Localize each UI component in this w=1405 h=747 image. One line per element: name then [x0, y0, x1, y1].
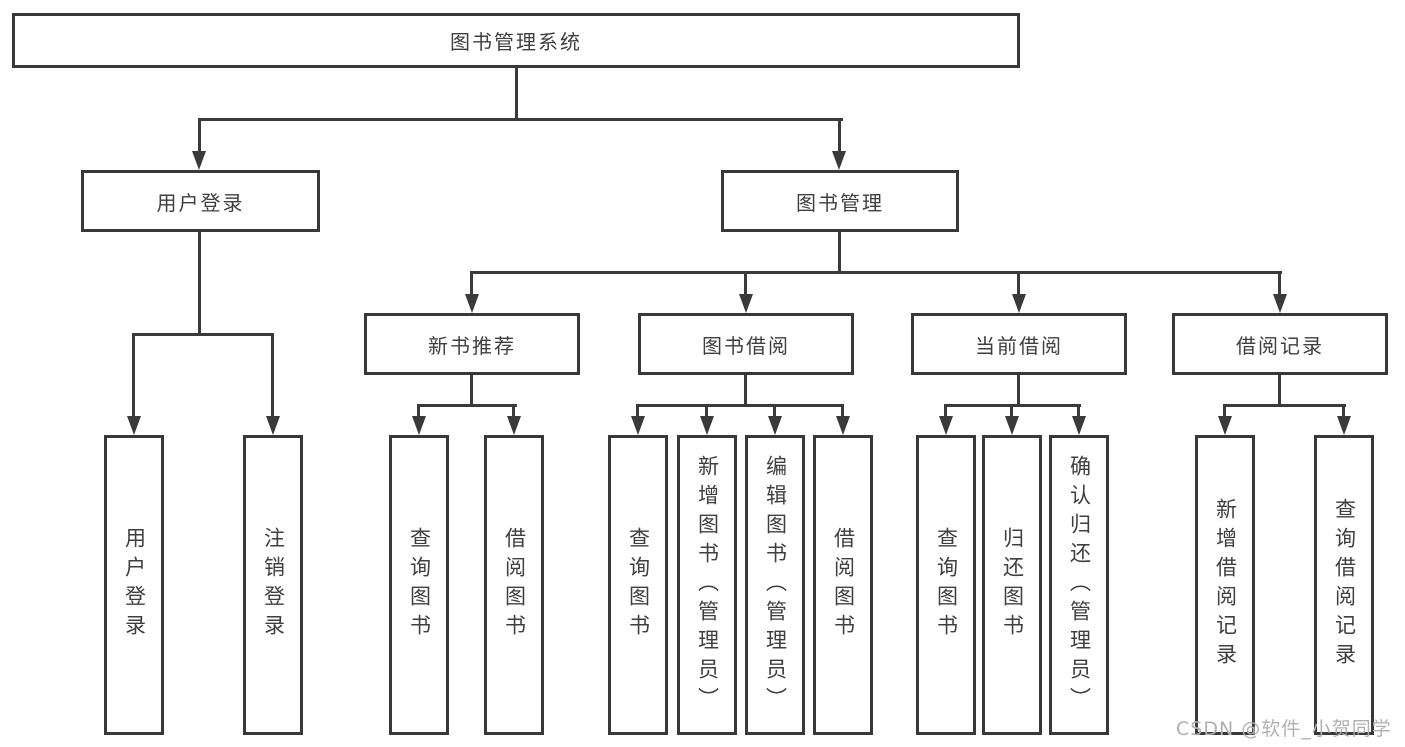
arrowhead-down-icon	[192, 151, 206, 170]
connector-line	[1017, 375, 1020, 407]
connector-line	[198, 118, 843, 121]
node-user-login-branch-label: 用户登录	[156, 190, 245, 215]
leaf-user-login: 用户登录	[104, 435, 164, 735]
connector-line	[198, 118, 201, 154]
leaf-add-books-admin: 新增图书（管理员）	[677, 435, 737, 735]
node-new-book-recommend: 新书推荐	[364, 313, 580, 375]
arrowhead-down-icon	[266, 416, 280, 435]
connector-line	[512, 404, 515, 420]
arrowhead-down-icon	[1012, 294, 1026, 313]
leaf-query-borrow-record-label: 查询借阅记录	[1332, 498, 1357, 672]
connector-line	[417, 404, 517, 407]
arrowhead-down-icon	[412, 416, 426, 435]
leaf-return-books-label: 归还图书	[1000, 527, 1025, 643]
node-book-management-branch: 图书管理	[721, 170, 959, 232]
leaf-current-query-books: 查询图书	[916, 435, 976, 735]
connector-line	[636, 404, 844, 407]
connector-line	[705, 404, 708, 420]
arrowhead-down-icon	[631, 416, 645, 435]
leaf-current-query-books-label: 查询图书	[934, 527, 959, 643]
node-book-borrowing: 图书借阅	[638, 313, 854, 375]
connector-line	[198, 232, 201, 336]
leaf-add-books-admin-label: 新增图书（管理员）	[695, 454, 720, 716]
connector-line	[1278, 271, 1281, 297]
leaf-recommend-query-books: 查询图书	[389, 435, 449, 735]
arrowhead-down-icon	[768, 416, 782, 435]
arrowhead-down-icon	[700, 416, 714, 435]
arrowhead-down-icon	[739, 294, 753, 313]
node-user-login-branch: 用户登录	[81, 170, 320, 232]
connector-line	[470, 375, 473, 407]
arrowhead-down-icon	[1005, 416, 1019, 435]
arrowhead-down-icon	[127, 416, 141, 435]
node-borrowing-records: 借阅记录	[1172, 313, 1388, 375]
connector-line	[744, 271, 747, 297]
leaf-add-borrow-record: 新增借阅记录	[1195, 435, 1255, 735]
connector-line	[132, 333, 135, 418]
connector-line	[1278, 375, 1281, 407]
leaf-return-books: 归还图书	[982, 435, 1042, 735]
node-new-book-recommend-label: 新书推荐	[428, 333, 516, 358]
leaf-recommend-borrow-books-label: 借阅图书	[502, 527, 527, 643]
node-root-label: 图书管理系统	[450, 30, 582, 54]
leaf-logout: 注销登录	[243, 435, 303, 735]
connector-line	[1223, 404, 1226, 420]
node-book-borrowing-label: 图书借阅	[702, 333, 790, 358]
connector-line	[132, 333, 274, 336]
arrowhead-down-icon	[1072, 416, 1086, 435]
connector-line	[271, 333, 274, 418]
leaf-logout-label: 注销登录	[261, 527, 286, 643]
node-current-borrowing-label: 当前借阅	[975, 333, 1063, 358]
arrowhead-down-icon	[1273, 294, 1287, 313]
connector-line	[1010, 404, 1013, 420]
arrowhead-down-icon	[836, 416, 850, 435]
leaf-borrowing-query-books-label: 查询图书	[626, 527, 651, 643]
watermark: CSDN @软件_小贺同学	[1176, 718, 1392, 740]
connector-line	[417, 404, 420, 420]
node-book-management-branch-label: 图书管理	[796, 190, 884, 215]
leaf-add-borrow-record-label: 新增借阅记录	[1213, 498, 1238, 672]
connector-line	[841, 404, 844, 420]
leaf-confirm-return-admin-label: 确认归还（管理员）	[1067, 454, 1092, 716]
leaf-borrowing-borrow-books-label: 借阅图书	[831, 527, 856, 643]
arrowhead-down-icon	[1337, 416, 1351, 435]
leaf-borrowing-borrow-books: 借阅图书	[813, 435, 873, 735]
leaf-recommend-query-books-label: 查询图书	[407, 527, 432, 643]
leaf-edit-books-admin: 编辑图书（管理员）	[745, 435, 805, 735]
connector-line	[515, 68, 518, 121]
leaf-query-borrow-record: 查询借阅记录	[1314, 435, 1374, 735]
arrowhead-down-icon	[939, 416, 953, 435]
connector-line	[1223, 404, 1346, 407]
connector-line	[470, 271, 1282, 274]
leaf-user-login-label: 用户登录	[122, 527, 147, 643]
connector-line	[470, 271, 473, 297]
connector-line	[1017, 271, 1020, 297]
leaf-edit-books-admin-label: 编辑图书（管理员）	[763, 454, 788, 716]
connector-line	[744, 375, 747, 407]
node-root: 图书管理系统	[12, 13, 1020, 68]
connector-line	[838, 118, 841, 154]
connector-line	[1342, 404, 1345, 420]
connector-line	[944, 404, 947, 420]
arrowhead-down-icon	[832, 151, 846, 170]
leaf-confirm-return-admin: 确认归还（管理员）	[1049, 435, 1109, 735]
arrowhead-down-icon	[507, 416, 521, 435]
leaf-recommend-borrow-books: 借阅图书	[484, 435, 544, 735]
arrowhead-down-icon	[465, 294, 479, 313]
leaf-borrowing-query-books: 查询图书	[608, 435, 668, 735]
node-current-borrowing: 当前借阅	[911, 313, 1127, 375]
connector-line	[838, 232, 841, 274]
node-borrowing-records-label: 借阅记录	[1236, 333, 1324, 358]
connector-line	[636, 404, 639, 420]
arrowhead-down-icon	[1218, 416, 1232, 435]
connector-line	[773, 404, 776, 420]
connector-line	[1077, 404, 1080, 420]
